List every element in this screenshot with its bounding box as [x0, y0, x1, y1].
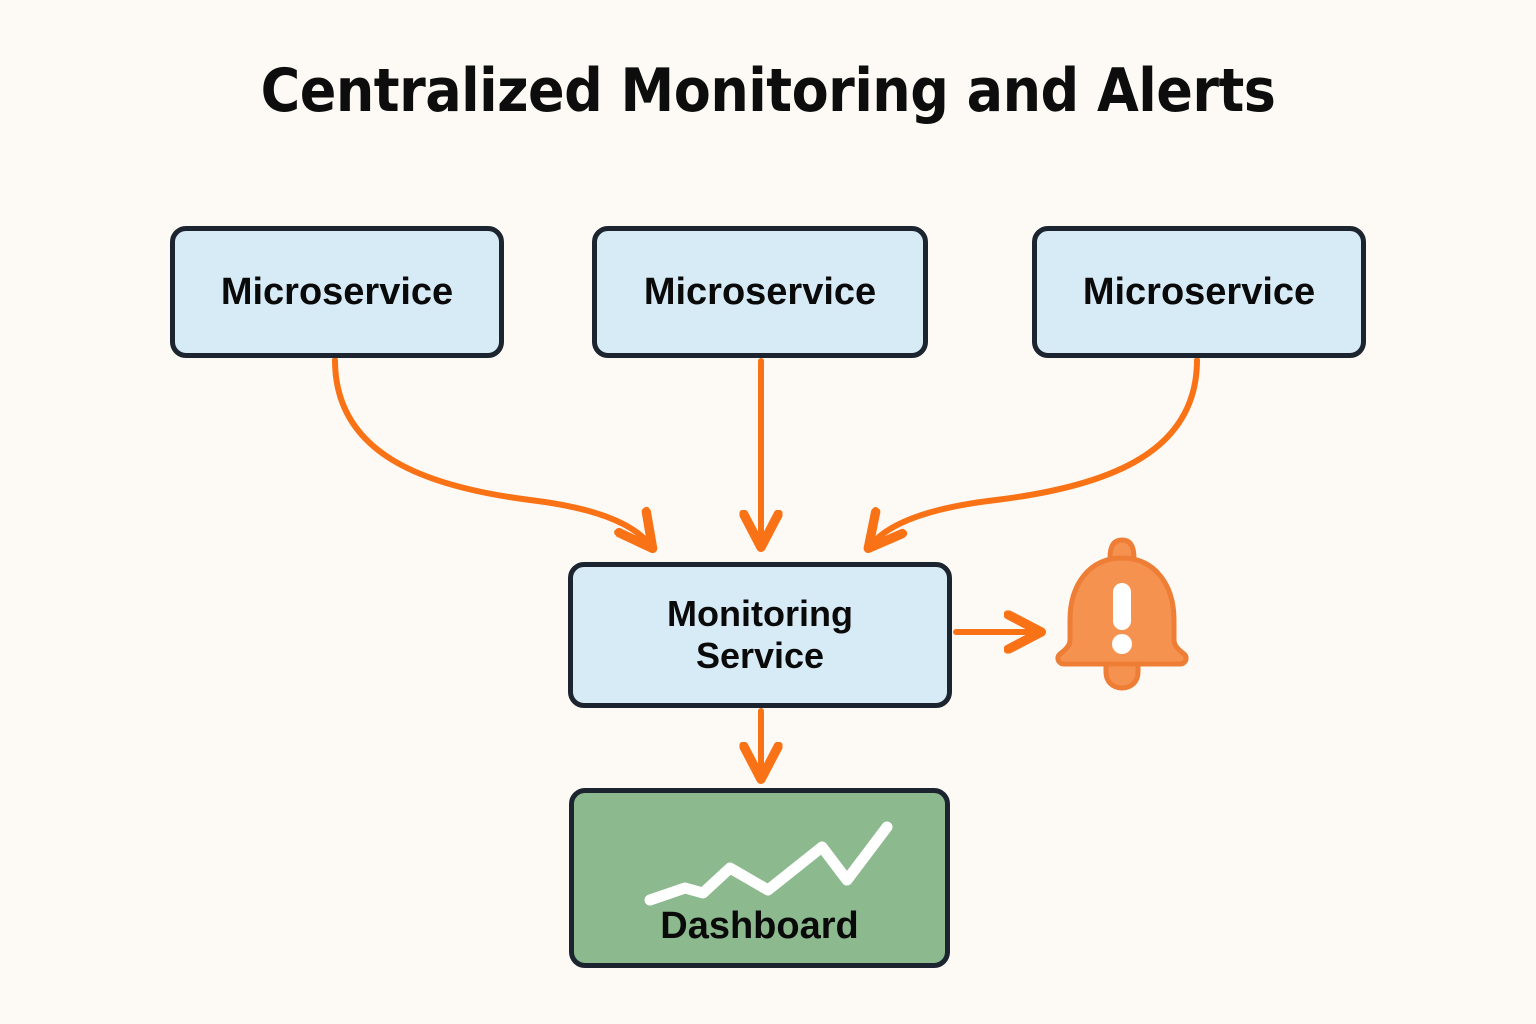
- node-label-line-1: Monitoring: [667, 592, 853, 634]
- bell-alert-icon[interactable]: [1048, 528, 1196, 696]
- node-label: Microservice: [220, 270, 454, 313]
- node-monitoring-service[interactable]: Monitoring Service: [568, 562, 952, 708]
- edge-microservice-3-to-monitoring: [871, 357, 1200, 545]
- node-dashboard[interactable]: Dashboard: [569, 788, 950, 968]
- exclamation-bar: [1113, 583, 1131, 630]
- node-label-line-2: Service: [695, 635, 825, 676]
- bell-clapper: [1103, 661, 1141, 691]
- node-label: Microservice: [1082, 270, 1316, 313]
- node-microservice-3[interactable]: Microservice: [1032, 226, 1366, 358]
- exclamation-dot: [1112, 634, 1132, 654]
- node-label: Microservice: [643, 270, 877, 313]
- node-microservice-2[interactable]: Microservice: [592, 226, 928, 358]
- node-label: Dashboard: [660, 905, 859, 948]
- edge-microservice-1-to-monitoring: [332, 357, 650, 545]
- node-microservice-1[interactable]: Microservice: [170, 226, 504, 358]
- page-title: Centralized Monitoring and Alerts: [260, 56, 1276, 126]
